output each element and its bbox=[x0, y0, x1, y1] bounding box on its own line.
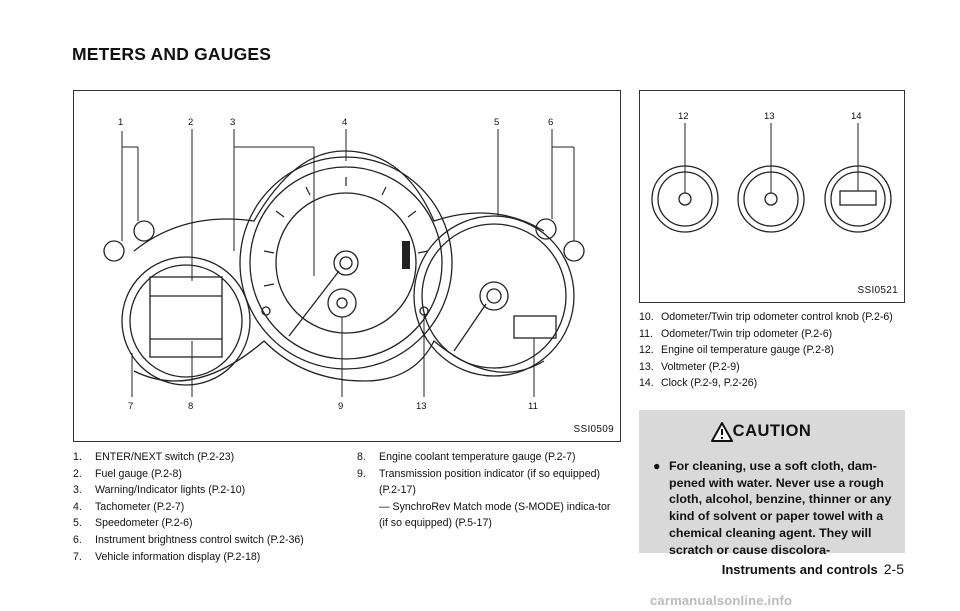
callout-13-small: 13 bbox=[764, 111, 775, 122]
list-item: — SynchroRev Match mode (S-MODE) indica-… bbox=[379, 500, 611, 530]
list-item: 7.Vehicle information display (P.2-18) bbox=[73, 550, 261, 563]
instrument-cluster-figure: 1 2 3 4 5 6 7 8 9 13 11 SSI0509 bbox=[73, 90, 621, 442]
figure-code-2: SSI0521 bbox=[857, 285, 898, 296]
callout-9: 9 bbox=[338, 401, 343, 412]
figure-code: SSI0509 bbox=[573, 424, 614, 435]
callout-12: 12 bbox=[678, 111, 689, 122]
watermark: carmanualsonline.info bbox=[650, 593, 793, 608]
list-item: 3.Warning/Indicator lights (P.2-10) bbox=[73, 484, 246, 497]
footer-section: Instruments and controls bbox=[721, 562, 878, 577]
small-gauges-figure: 12 13 14 SSI0521 bbox=[639, 90, 905, 303]
bullet: ● bbox=[653, 459, 661, 473]
warning-triangle-icon bbox=[711, 422, 733, 442]
callout-3: 3 bbox=[230, 117, 235, 128]
callout-14: 14 bbox=[851, 111, 862, 122]
small-gauges-diagram: 12 13 14 bbox=[651, 111, 892, 233]
callout-6: 6 bbox=[548, 117, 553, 128]
caution-box: CAUTION ● For cleaning, use a soft cloth… bbox=[639, 410, 905, 557]
callout-7: 7 bbox=[128, 401, 133, 412]
list-item: 14.Clock (P.2-9, P.2-26) bbox=[639, 377, 758, 390]
caution-text: ● For cleaning, use a soft cloth, dam-pe… bbox=[653, 459, 892, 557]
list-item: 2.Fuel gauge (P.2-8) bbox=[73, 467, 182, 480]
page-footer: Instruments and controls 2-5 bbox=[722, 561, 904, 577]
page-number: 2-5 bbox=[883, 561, 904, 577]
callout-13: 13 bbox=[416, 401, 427, 412]
callout-8: 8 bbox=[188, 401, 193, 412]
list-item: 1.ENTER/NEXT switch (P.2-23) bbox=[73, 451, 235, 463]
page-title: METERS AND GAUGES bbox=[72, 44, 272, 64]
list-item: 5.Speedometer (P.2-6) bbox=[73, 517, 193, 530]
callout-2: 2 bbox=[188, 117, 193, 128]
callout-4: 4 bbox=[342, 117, 347, 128]
list-item: 12.Engine oil temperature gauge (P.2-8) bbox=[639, 344, 834, 357]
legend-list-left: 1.ENTER/NEXT switch (P.2-23) 2.Fuel gaug… bbox=[73, 449, 343, 565]
caution-title: CAUTION bbox=[732, 422, 812, 440]
legend-list-middle: 8.Engine coolant temperature gauge (P.2-… bbox=[357, 449, 622, 532]
list-item: 6.Instrument brightness control switch (… bbox=[73, 533, 304, 546]
instrument-cluster-diagram: 1 2 3 4 5 6 7 8 9 13 11 bbox=[103, 117, 585, 412]
list-item: 10.Odometer/Twin trip odometer control k… bbox=[639, 311, 893, 323]
callout-11: 11 bbox=[528, 401, 538, 412]
list-item: 8.Engine coolant temperature gauge (P.2-… bbox=[357, 451, 576, 463]
list-item: 11.Odometer/Twin trip odometer (P.2-6) bbox=[639, 327, 833, 340]
list-item: 13.Voltmeter (P.2-9) bbox=[639, 360, 740, 373]
list-item: 9.Transmission position indicator (if so… bbox=[357, 467, 601, 497]
list-item: 4.Tachometer (P.2-7) bbox=[73, 500, 185, 513]
callout-1: 1 bbox=[118, 117, 123, 128]
legend-list-right: 10.Odometer/Twin trip odometer control k… bbox=[639, 309, 905, 392]
callout-5: 5 bbox=[494, 117, 499, 128]
